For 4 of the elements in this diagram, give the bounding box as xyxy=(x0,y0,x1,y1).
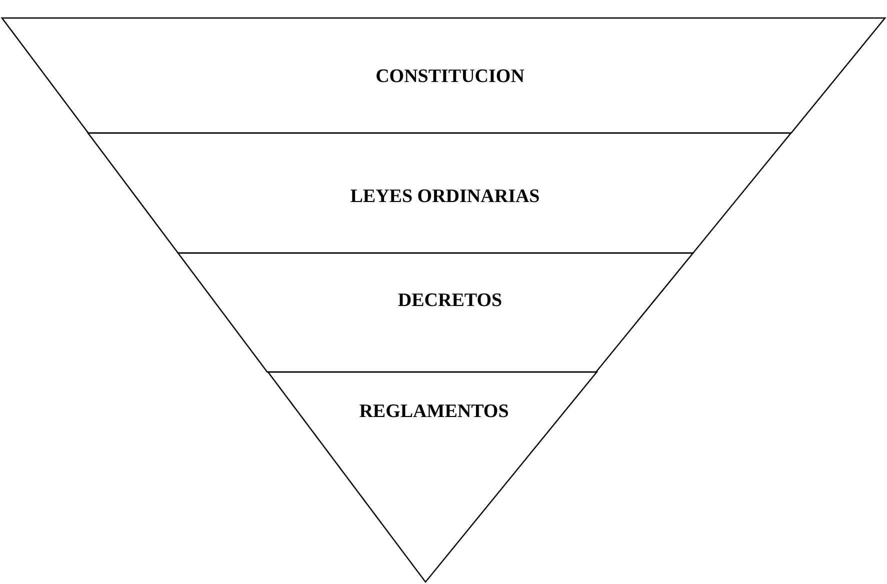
level-label: LEYES ORDINARIAS xyxy=(350,186,540,208)
level-label: DECRETOS xyxy=(398,290,502,312)
level-label: REGLAMENTOS xyxy=(359,401,509,423)
level-label: CONSTITUCION xyxy=(376,66,524,88)
